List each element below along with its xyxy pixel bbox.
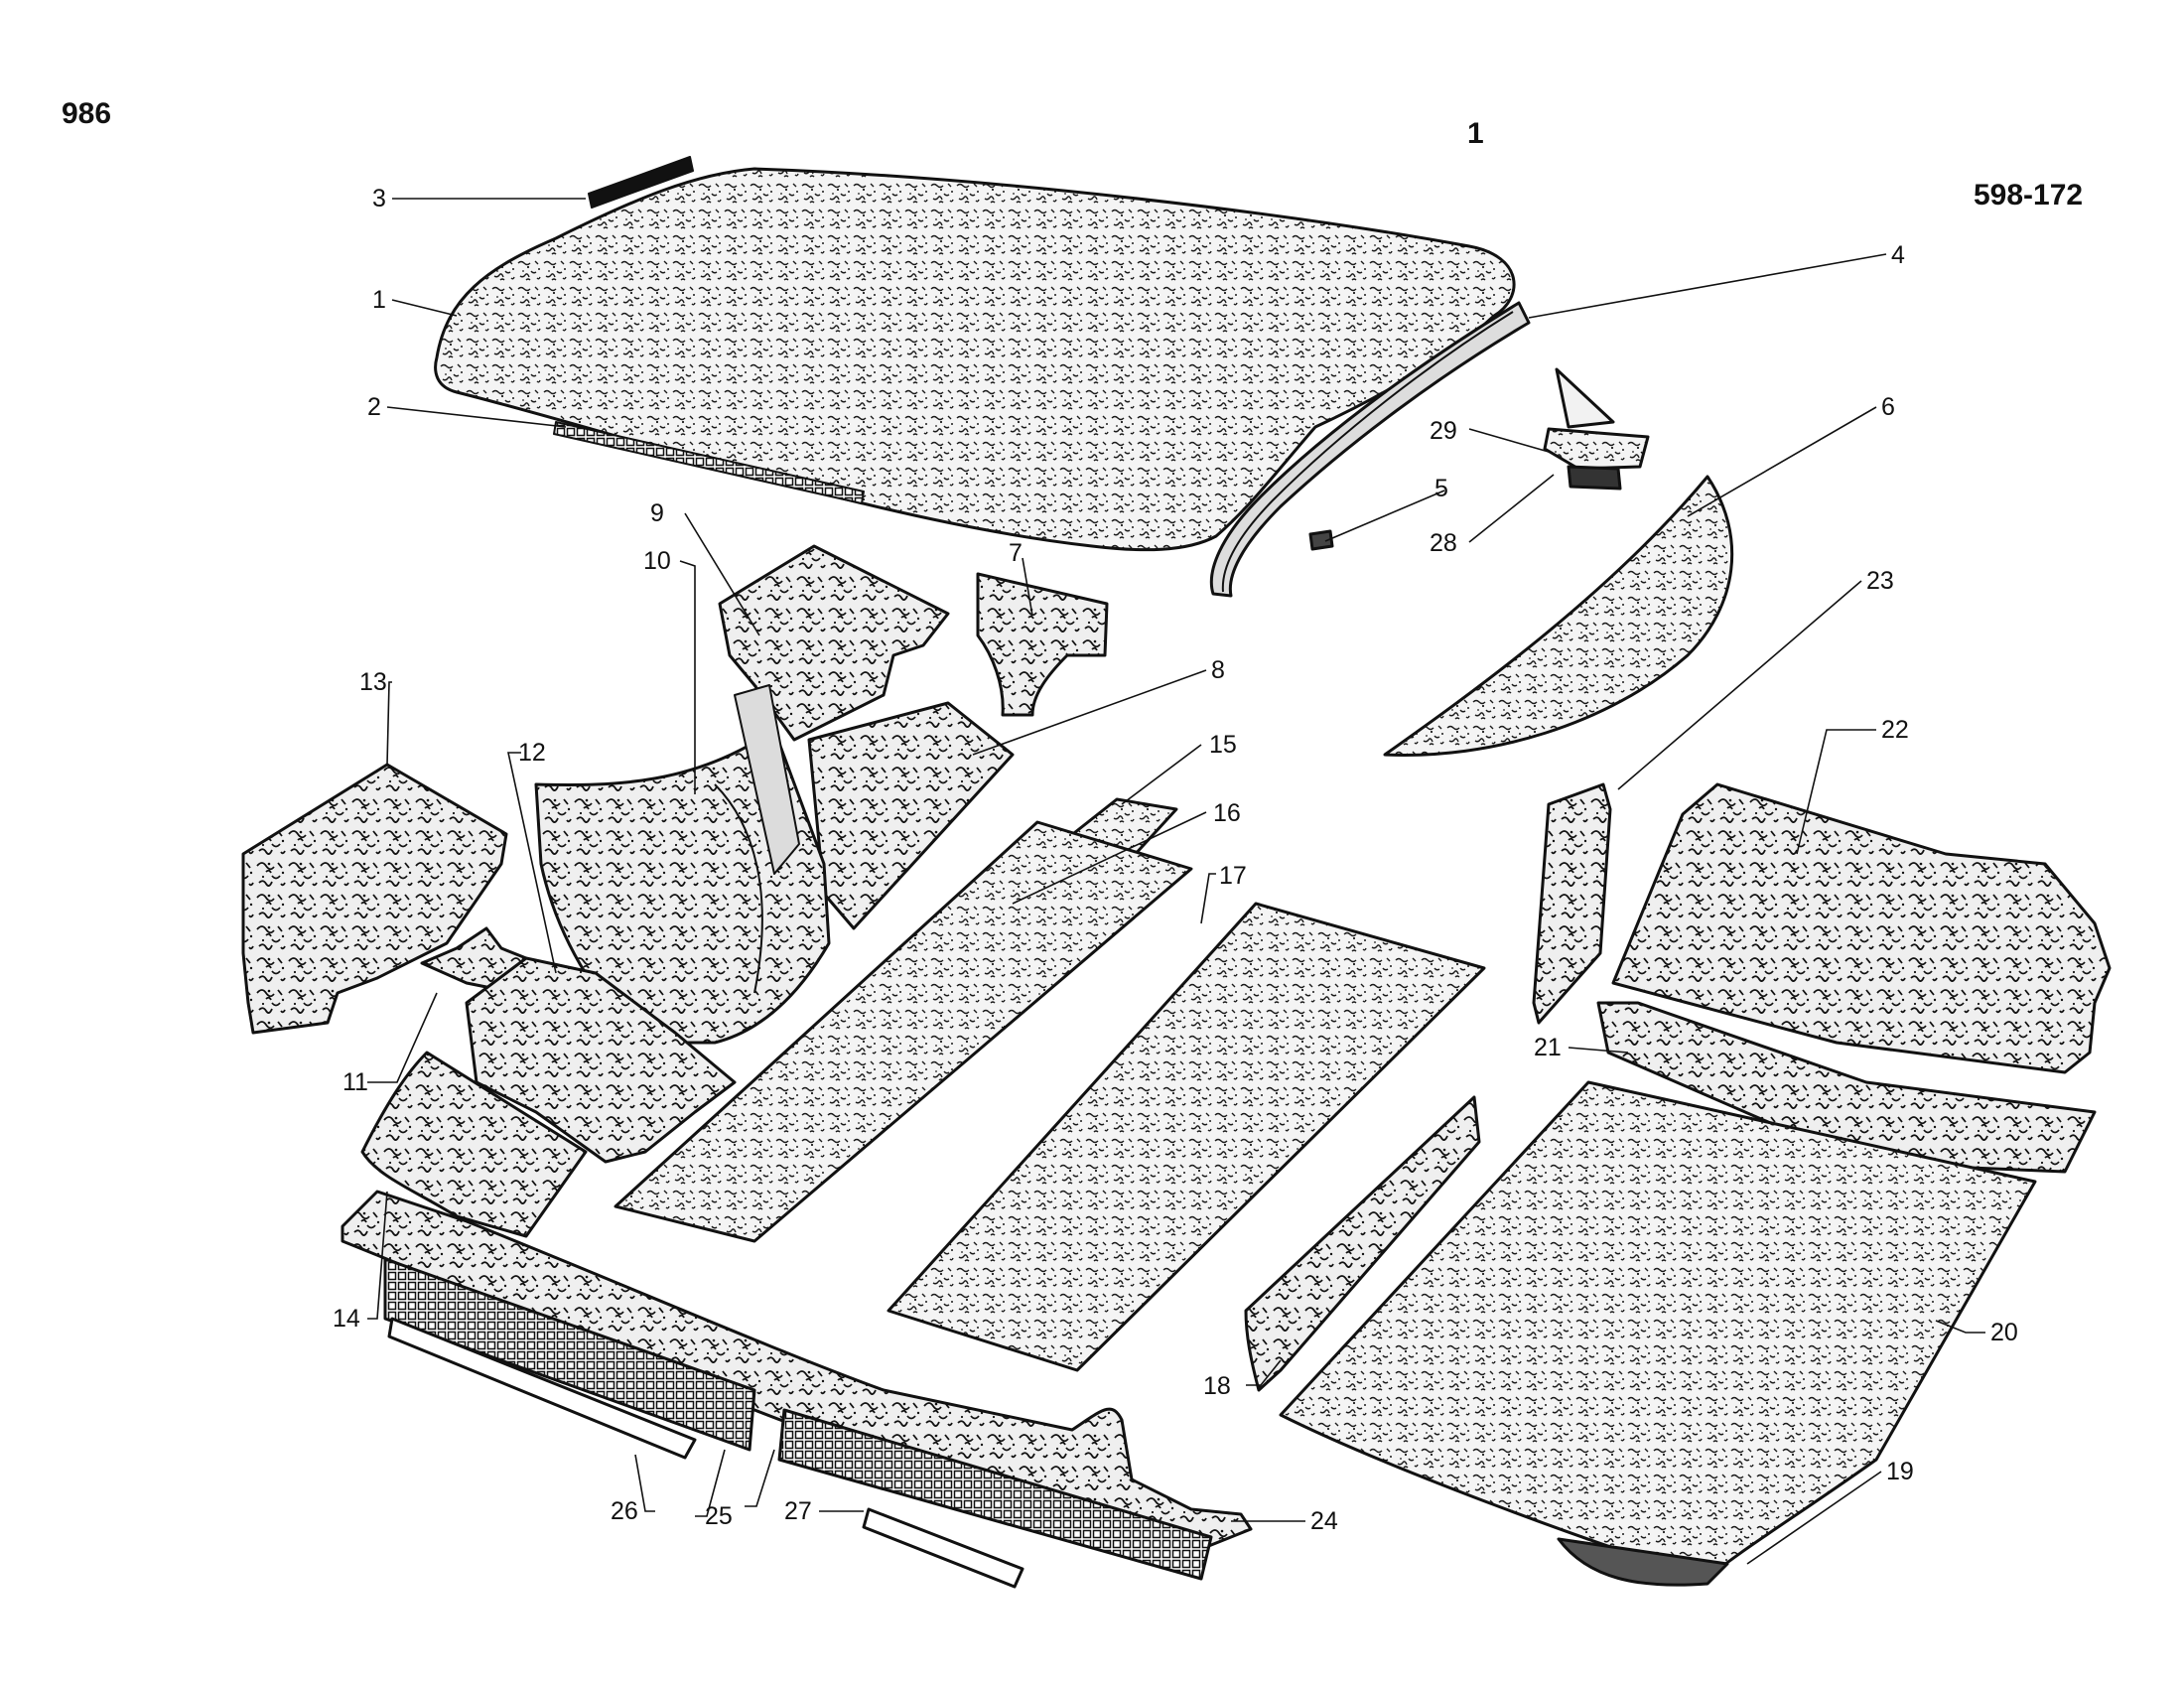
callout-8: 8 — [1211, 656, 1225, 684]
callout-17: 17 — [1219, 862, 1247, 890]
callout-22: 22 — [1881, 716, 1909, 744]
part-1-headliner — [434, 167, 1516, 552]
part-21-strip — [1596, 1001, 2097, 1174]
part-17-panel — [887, 902, 1486, 1372]
callout-11: 11 — [342, 1068, 368, 1096]
part-26-strip — [387, 1317, 697, 1460]
part-4-seal — [1209, 301, 1531, 598]
callout-21: 21 — [1534, 1034, 1562, 1061]
drawing-code: 598-172 — [1974, 179, 2084, 211]
part-3-strip — [588, 156, 694, 209]
callout-20: 20 — [1990, 1319, 2018, 1346]
callout-4: 4 — [1891, 241, 1905, 269]
callout-labels: 1 2 3 4 5 6 7 8 9 10 11 12 13 14 15 16 1… — [333, 185, 2018, 1535]
callout-6: 6 — [1881, 393, 1895, 421]
callout-19: 19 — [1886, 1458, 1914, 1485]
part-10-panel — [534, 684, 831, 1045]
part-25-mesh-pad-1 — [383, 1257, 756, 1452]
callout-28: 28 — [1430, 529, 1457, 557]
part-27-strip — [862, 1507, 1024, 1589]
callout-16: 16 — [1213, 799, 1241, 827]
leader-lines — [367, 198, 1985, 1565]
part-13-panel — [241, 763, 508, 1035]
part-9-panel — [718, 544, 950, 742]
callout-23: 23 — [1866, 567, 1894, 595]
callout-25: 25 — [705, 1502, 733, 1530]
callout-27: 27 — [784, 1497, 812, 1525]
callout-26: 26 — [611, 1497, 638, 1525]
part-23-panel — [1532, 782, 1612, 1025]
page-number: 986 — [62, 97, 112, 130]
callout-2: 2 — [367, 393, 381, 421]
callout-14: 14 — [333, 1305, 360, 1333]
part-20-panel — [1279, 1080, 2037, 1581]
part-18-strip — [1244, 1095, 1481, 1392]
part-29-28-bracket — [1543, 367, 1650, 491]
part-19-panel — [1557, 1537, 1729, 1587]
callout-5: 5 — [1434, 475, 1448, 502]
callout-3: 3 — [372, 185, 386, 212]
part-7-panel — [976, 572, 1109, 717]
callout-10: 10 — [643, 547, 671, 575]
callout-1: 1 — [372, 286, 386, 314]
callout-9: 9 — [650, 499, 664, 527]
part-2-strip — [553, 421, 865, 504]
callout-15: 15 — [1209, 731, 1237, 759]
callout-18: 18 — [1203, 1372, 1231, 1400]
part-14-panel — [360, 1051, 588, 1238]
part-5-clip — [1308, 529, 1334, 551]
callout-7: 7 — [1009, 539, 1023, 567]
part-25-mesh-pad-2 — [777, 1408, 1213, 1581]
part-22-panel — [1611, 782, 2112, 1074]
section-number: 1 — [1467, 117, 1484, 150]
part-12-panel — [465, 956, 737, 1164]
callout-13: 13 — [359, 668, 387, 696]
part-6-panel — [1383, 475, 1734, 757]
callout-29: 29 — [1430, 417, 1457, 445]
callout-24: 24 — [1310, 1507, 1338, 1535]
floor-panel-front — [614, 820, 1193, 1243]
callout-12: 12 — [518, 739, 546, 767]
